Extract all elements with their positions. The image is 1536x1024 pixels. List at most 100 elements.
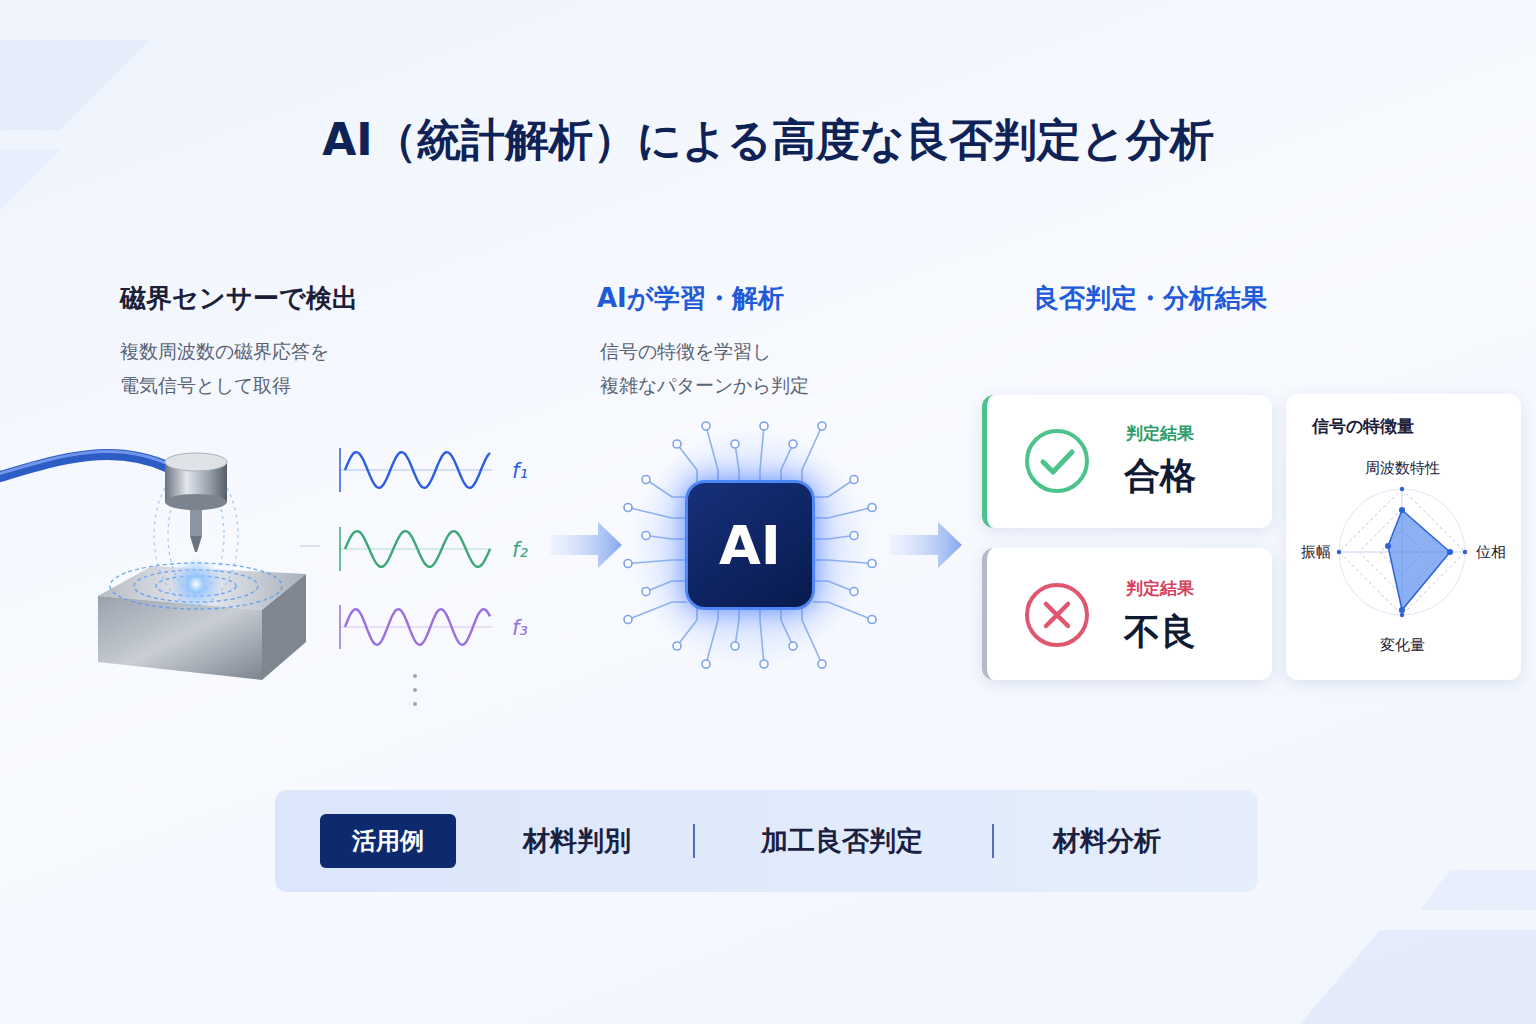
circuit-trace <box>802 426 822 482</box>
node-text: 不良 <box>1124 608 1196 657</box>
radar-tick <box>1463 550 1467 554</box>
fail-circle <box>1027 585 1087 645</box>
diagram-title: AI（統計解析）による高度な良否判定と分析 <box>322 111 1213 170</box>
frequency-label: f₂ <box>512 538 528 562</box>
circuit-trace <box>813 480 854 498</box>
frequency-label: f₁ <box>512 459 528 483</box>
chip-glow <box>630 428 870 668</box>
circuit-trace <box>781 444 793 482</box>
trace-pad <box>789 440 797 448</box>
sensor-illustration <box>0 452 306 680</box>
more-dot <box>413 674 417 678</box>
ai-chip: AI <box>685 480 815 610</box>
wave-curve <box>345 531 490 567</box>
sensor-head-bottom <box>165 494 227 510</box>
column-description: 信号の特徴を学習し 複雑なパターンから判定 <box>600 334 900 402</box>
circuit-traces <box>624 422 876 668</box>
feature-card: 信号の特徴量周波数特性振幅位相変化量 <box>1286 394 1521 680</box>
circuit-trace <box>813 536 854 540</box>
node-text: 活用例 <box>352 825 424 857</box>
fail-icon <box>1017 575 1097 655</box>
trace-pad <box>642 476 650 484</box>
pass-circle <box>1027 431 1087 491</box>
radar-point <box>1399 607 1405 613</box>
circuit-trace <box>628 602 687 620</box>
trace-pad <box>702 660 710 668</box>
node-text: 材料分析 <box>1053 823 1161 859</box>
circuit-trace <box>813 508 872 519</box>
band-separator <box>693 824 695 858</box>
trace-pad <box>789 642 797 650</box>
flow-arrow <box>890 522 962 568</box>
trace-pad <box>850 588 858 596</box>
trace-pad <box>731 642 739 650</box>
circuit-trace <box>813 602 872 620</box>
trace-pad <box>624 560 632 568</box>
signal-wave <box>340 448 492 492</box>
circuit-trace <box>646 581 687 592</box>
node-text: 合格 <box>1124 452 1196 501</box>
corner-stripe <box>1420 870 1536 910</box>
wave-curve <box>345 609 490 645</box>
corner-stripe <box>0 150 60 210</box>
radar-axis <box>1339 489 1465 615</box>
cross-mark <box>1046 604 1068 626</box>
corner-stripe <box>0 40 150 130</box>
result-card-fail: 判定結果不良 <box>982 548 1272 680</box>
trace-pad <box>760 422 768 430</box>
tip-glow <box>170 558 222 610</box>
metal-block-side <box>262 574 306 680</box>
band-separator <box>992 824 994 858</box>
node-text: 材料判別 <box>523 823 631 859</box>
radar-tick <box>1337 550 1341 554</box>
radar-point <box>1399 507 1405 513</box>
card-heading: 判定結果 <box>1126 422 1194 445</box>
wave-baseline <box>340 627 492 628</box>
probe-tip <box>190 536 202 552</box>
radar-data <box>1388 510 1450 610</box>
circuit-trace <box>781 608 793 646</box>
radar-tick <box>1400 613 1404 617</box>
circuit-trace <box>706 608 718 664</box>
circuit-trace <box>813 560 872 564</box>
signal-wave <box>340 605 492 649</box>
circuit-trace <box>760 608 764 664</box>
trace-pad <box>673 440 681 448</box>
wave-baseline <box>340 549 492 550</box>
radar-ring <box>1339 489 1465 615</box>
signal-wave <box>340 527 492 571</box>
radar-grid <box>1339 489 1465 615</box>
circuit-trace <box>628 508 687 519</box>
trace-pad <box>818 422 826 430</box>
trace-pad <box>850 532 858 540</box>
more-dot <box>413 702 417 706</box>
node-text: AI <box>719 514 781 577</box>
trace-pad <box>624 616 632 624</box>
wave-baseline <box>340 470 492 471</box>
trace-pad <box>642 588 650 596</box>
trace-pad <box>731 440 739 448</box>
result-card-pass: 判定結果合格 <box>982 395 1272 528</box>
usage-tag: 活用例 <box>320 814 456 868</box>
radar-tick <box>1400 487 1404 491</box>
trace-pad <box>868 504 876 512</box>
trace-pad <box>868 616 876 624</box>
circuit-trace <box>646 536 687 540</box>
radar-point <box>1447 549 1453 555</box>
wave-curve <box>345 452 490 488</box>
trace-pad <box>642 532 650 540</box>
column-description: 複数周波数の磁界応答を 電気信号として取得 <box>120 334 420 402</box>
trace-pad <box>868 560 876 568</box>
sensor-to-wave-hint <box>300 546 320 547</box>
check-mark <box>1043 452 1072 472</box>
circuit-trace <box>735 444 739 482</box>
trace-pad <box>673 642 681 650</box>
circuit-trace <box>677 444 697 482</box>
frequency-label: f₃ <box>512 616 528 640</box>
node-text: 振幅 <box>1301 543 1331 562</box>
corner-stripe <box>1300 930 1536 1024</box>
circuit-trace <box>735 608 739 646</box>
circuit-trace <box>760 426 764 482</box>
circuit-trace <box>646 480 687 498</box>
circuit-trace <box>677 608 697 646</box>
